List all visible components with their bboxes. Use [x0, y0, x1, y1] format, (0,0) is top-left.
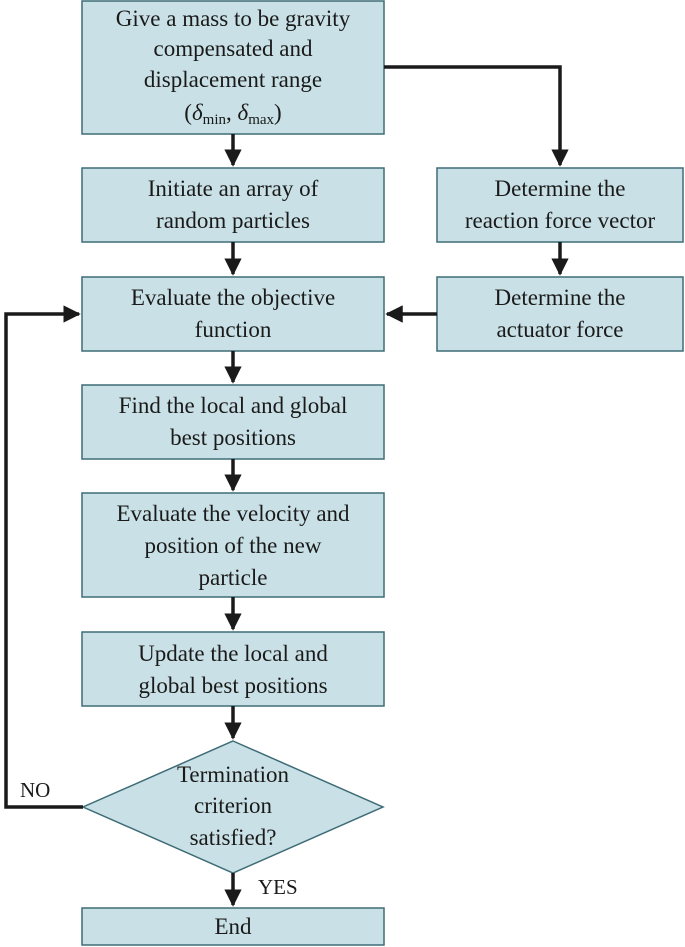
node-velocity: Evaluate the velocity and position of th…	[81, 492, 385, 598]
delta-max-symbol: δ	[238, 100, 249, 125]
node-decision-line2: criterion	[194, 793, 272, 818]
label-no: NO	[20, 778, 50, 802]
node-reaction: Determine the reaction force vector	[436, 167, 684, 243]
node-velocity-line3: particle	[199, 565, 268, 590]
node-end: End	[81, 907, 385, 946]
node-velocity-line2: position of the new	[145, 533, 322, 558]
min-subscript: min	[203, 112, 227, 128]
node-update-line2: global best positions	[138, 673, 327, 698]
node-update: Update the local and global best positio…	[81, 631, 385, 707]
range-open: (	[184, 100, 192, 125]
node-init-line1: Initiate an array of	[148, 176, 319, 201]
node-start: Give a mass to be gravity compensated an…	[81, 0, 385, 135]
node-actuator-line2: actuator force	[496, 317, 623, 342]
delta-min-symbol: δ	[192, 100, 203, 125]
node-start-line2: compensated and	[153, 36, 313, 61]
node-reaction-line2: reaction force vector	[465, 208, 656, 233]
node-reaction-line1: Determine the	[495, 176, 626, 201]
node-decision: Termination criterion satisfied?	[81, 740, 385, 874]
max-subscript: max	[248, 112, 274, 128]
node-find-best: Find the local and global best positions	[81, 384, 385, 460]
node-actuator-line1: Determine the	[495, 285, 626, 310]
range-close: )	[274, 100, 282, 125]
node-decision-line1: Termination	[177, 762, 290, 787]
node-init-line2: random particles	[156, 208, 310, 233]
node-actuator: Determine the actuator force	[436, 276, 684, 352]
node-start-line3: displacement range	[144, 67, 322, 92]
node-find-best-line2: best positions	[170, 425, 296, 450]
label-yes: YES	[258, 875, 298, 899]
node-evaluate-line1: Evaluate the objective	[131, 285, 335, 310]
node-update-line1: Update the local and	[138, 641, 328, 666]
node-init: Initiate an array of random particles	[81, 167, 385, 243]
node-decision-line3: satisfied?	[190, 825, 277, 850]
node-start-range: (δmin, δmax)	[184, 100, 281, 128]
connectors	[4, 65, 569, 907]
arrow-start-to-reaction	[384, 65, 569, 167]
node-evaluate: Evaluate the objective function	[81, 276, 385, 352]
node-find-best-line1: Find the local and global	[119, 393, 348, 418]
node-start-line1: Give a mass to be gravity	[116, 6, 351, 31]
node-velocity-line1: Evaluate the velocity and	[116, 501, 350, 526]
arrow-no-loop	[4, 305, 83, 809]
node-end-line1: End	[214, 914, 252, 939]
range-comma: ,	[226, 100, 238, 125]
node-evaluate-line2: function	[195, 317, 272, 342]
